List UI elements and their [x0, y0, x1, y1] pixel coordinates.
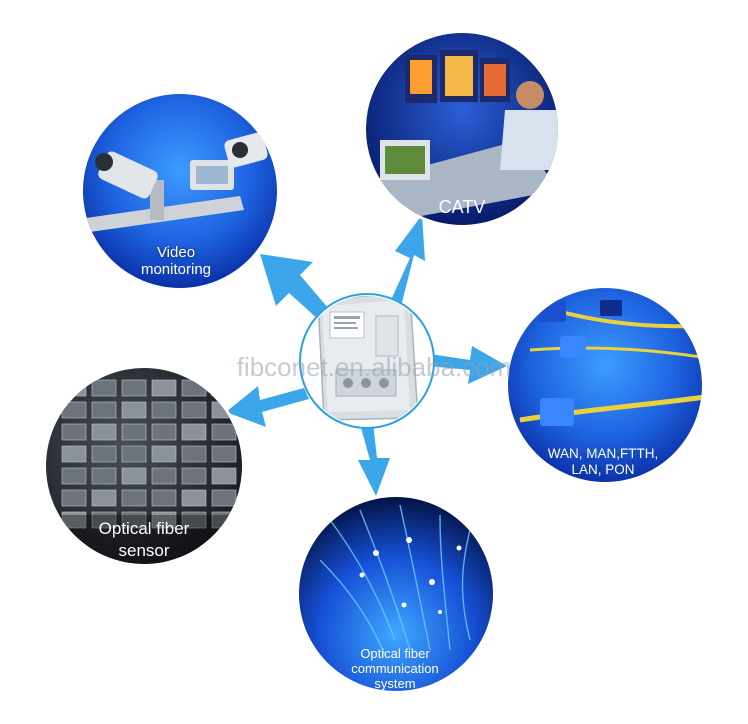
sensor-module	[151, 467, 177, 485]
sensor-module	[91, 401, 117, 419]
sensor-module	[151, 401, 177, 419]
wan-label-line1: WAN, MAN,FTTH,	[548, 446, 659, 461]
video-label-line2: monitoring	[141, 261, 211, 278]
sensor-module	[181, 445, 207, 463]
sensor-module	[211, 467, 237, 485]
sensor-module	[121, 489, 147, 507]
sensor-module	[61, 445, 87, 463]
node-wan-man-ftth: WAN, MAN,FTTH, LAN, PON	[505, 285, 705, 485]
sensor-module	[181, 401, 207, 419]
sensor-module	[181, 467, 207, 485]
sensor-module	[121, 445, 147, 463]
sensor-module	[211, 423, 237, 441]
node-video-monitoring: Video monitoring	[80, 91, 280, 291]
fiber-light-points	[359, 537, 462, 614]
fiber-comm-label-line2: communication	[351, 661, 438, 676]
watermark: fibconet.en.alibaba.com	[237, 352, 512, 382]
sensor-module	[91, 511, 117, 529]
fiber-comm-label-line3: system	[374, 676, 415, 691]
arrow-to-wan	[428, 346, 507, 384]
sensor-module	[151, 511, 177, 529]
sensor-module	[151, 423, 177, 441]
security-camera-icon	[86, 132, 268, 232]
arrow-to-sensor	[226, 386, 309, 427]
sensor-module	[151, 489, 177, 507]
sensor-module	[91, 445, 117, 463]
arrow-to-fiber-comm	[358, 423, 390, 496]
sensor-module	[91, 423, 117, 441]
sensor-module	[121, 467, 147, 485]
video-label-line1: Video	[157, 244, 195, 261]
sensor-module	[181, 423, 207, 441]
sensor-module	[91, 489, 117, 507]
sensor-module	[211, 445, 237, 463]
node-optical-fiber-sensor: Optical fiber sensor	[43, 365, 245, 567]
wan-label-line2: LAN, PON	[571, 462, 634, 477]
sensor-label-line1: Optical fiber	[99, 519, 190, 538]
arrow-to-video	[260, 254, 340, 330]
catv-label: CATV	[439, 197, 486, 217]
sensor-module	[91, 379, 117, 397]
sensor-module	[151, 379, 177, 397]
fiber-optic-strands-icon	[319, 504, 471, 656]
sensor-module	[61, 489, 87, 507]
arrows	[226, 215, 507, 496]
sensor-module	[211, 379, 237, 397]
sensor-module	[151, 445, 177, 463]
sensor-module	[121, 379, 147, 397]
sensor-module-grid	[61, 379, 237, 529]
node-catv: CATV	[363, 30, 561, 228]
sensor-module	[121, 511, 147, 529]
sensor-module	[181, 489, 207, 507]
sensor-label-line2: sensor	[118, 541, 169, 560]
center-distribution-box	[299, 293, 435, 429]
sensor-module	[61, 467, 87, 485]
sensor-module	[61, 423, 87, 441]
sensor-module	[91, 467, 117, 485]
sensor-module	[121, 401, 147, 419]
arrow-to-catv	[386, 215, 425, 318]
control-room-icon	[372, 50, 558, 220]
sensor-module	[181, 511, 207, 529]
sensor-module	[181, 379, 207, 397]
fiber-comm-label-line1: Optical fiber	[360, 646, 430, 661]
node-optical-fiber-communication: Optical fiber communication system	[296, 494, 496, 694]
sensor-module	[121, 423, 147, 441]
sensor-module	[211, 489, 237, 507]
